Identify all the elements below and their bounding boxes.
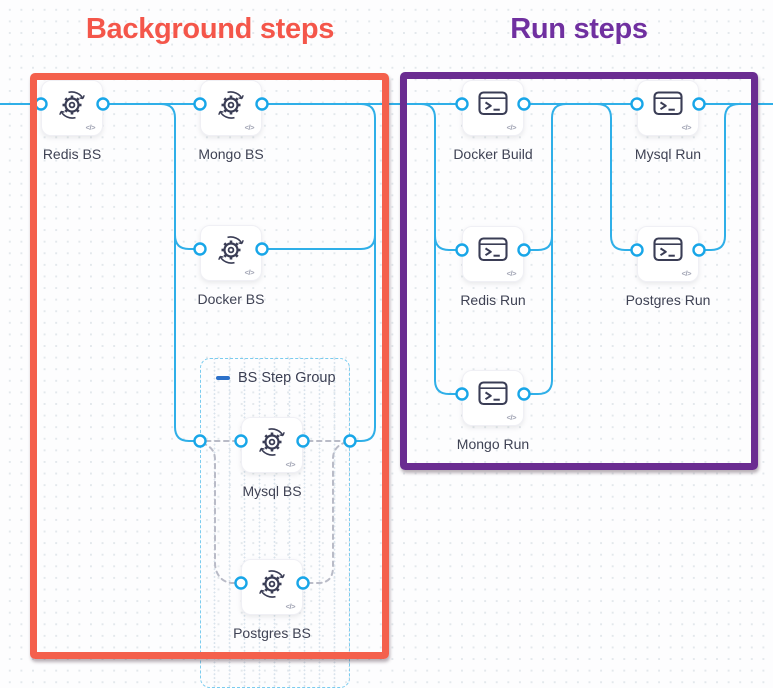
run-steps-annotation-box: [400, 72, 758, 470]
node-label-mysql-run: Mysql Run: [634, 146, 702, 162]
step-group-header: BS Step Group: [216, 370, 336, 386]
collapse-minus-icon[interactable]: [216, 376, 230, 380]
connector-branch: [434, 235, 459, 251]
node-card-docker-build[interactable]: </>: [462, 80, 524, 136]
code-badge-icon: </>: [244, 268, 255, 277]
code-badge-icon: </>: [285, 602, 296, 611]
node-card-redis-bs[interactable]: </>: [41, 80, 103, 136]
code-badge-icon: </>: [506, 413, 517, 422]
code-badge-icon: </>: [681, 123, 692, 132]
terminal-icon: [653, 91, 683, 116]
connector-branch: [596, 103, 634, 251]
node-label-redis-run: Redis Run: [460, 292, 526, 308]
node-label-postgres-run: Postgres Run: [625, 292, 711, 308]
node-label-mysql-bs: Mysql BS: [242, 483, 302, 499]
terminal-icon: [653, 237, 683, 262]
background-steps-title: Background steps: [85, 13, 335, 45]
connector-merge: [702, 103, 740, 251]
terminal-icon: [478, 237, 508, 262]
terminal-icon: [478, 91, 508, 116]
code-badge-icon: </>: [285, 460, 296, 469]
code-badge-icon: </>: [506, 269, 517, 278]
run-steps-title: Run steps: [510, 13, 648, 45]
connector-merge: [360, 103, 376, 428]
node-card-postgres-bs[interactable]: </>: [241, 559, 303, 615]
node-label-redis-bs: Redis BS: [42, 146, 102, 162]
code-badge-icon: </>: [85, 123, 96, 132]
gear-sync-icon: [258, 427, 286, 457]
connector-merge: [353, 426, 376, 442]
node-card-mysql-run[interactable]: </>: [637, 80, 699, 136]
code-badge-icon: </>: [244, 123, 255, 132]
terminal-icon: [478, 381, 508, 406]
node-label-mongo-bs: Mongo BS: [198, 146, 264, 162]
code-badge-icon: </>: [681, 269, 692, 278]
node-label-docker-build: Docker Build: [453, 146, 533, 162]
gear-sync-icon: [258, 569, 286, 599]
code-badge-icon: </>: [506, 123, 517, 132]
connector-branch: [174, 234, 197, 250]
connector-merge: [527, 379, 553, 395]
node-card-docker-bs[interactable]: </>: [200, 225, 262, 281]
node-card-postgres-run[interactable]: </>: [637, 226, 699, 282]
node-card-mongo-bs[interactable]: </>: [200, 80, 262, 136]
gear-sync-icon: [58, 90, 86, 120]
connector-merge: [527, 235, 553, 251]
node-card-mysql-bs[interactable]: </>: [241, 417, 303, 473]
gear-sync-icon: [217, 90, 245, 120]
node-card-redis-run[interactable]: </>: [462, 226, 524, 282]
step-group-label: BS Step Group: [238, 370, 336, 386]
node-card-mongo-run[interactable]: </>: [462, 370, 524, 426]
node-label-mongo-run: Mongo Run: [456, 436, 530, 452]
connector-merge: [265, 234, 376, 250]
node-label-docker-bs: Docker BS: [197, 291, 265, 307]
node-label-postgres-bs: Postgres BS: [233, 625, 311, 641]
gear-sync-icon: [217, 235, 245, 265]
